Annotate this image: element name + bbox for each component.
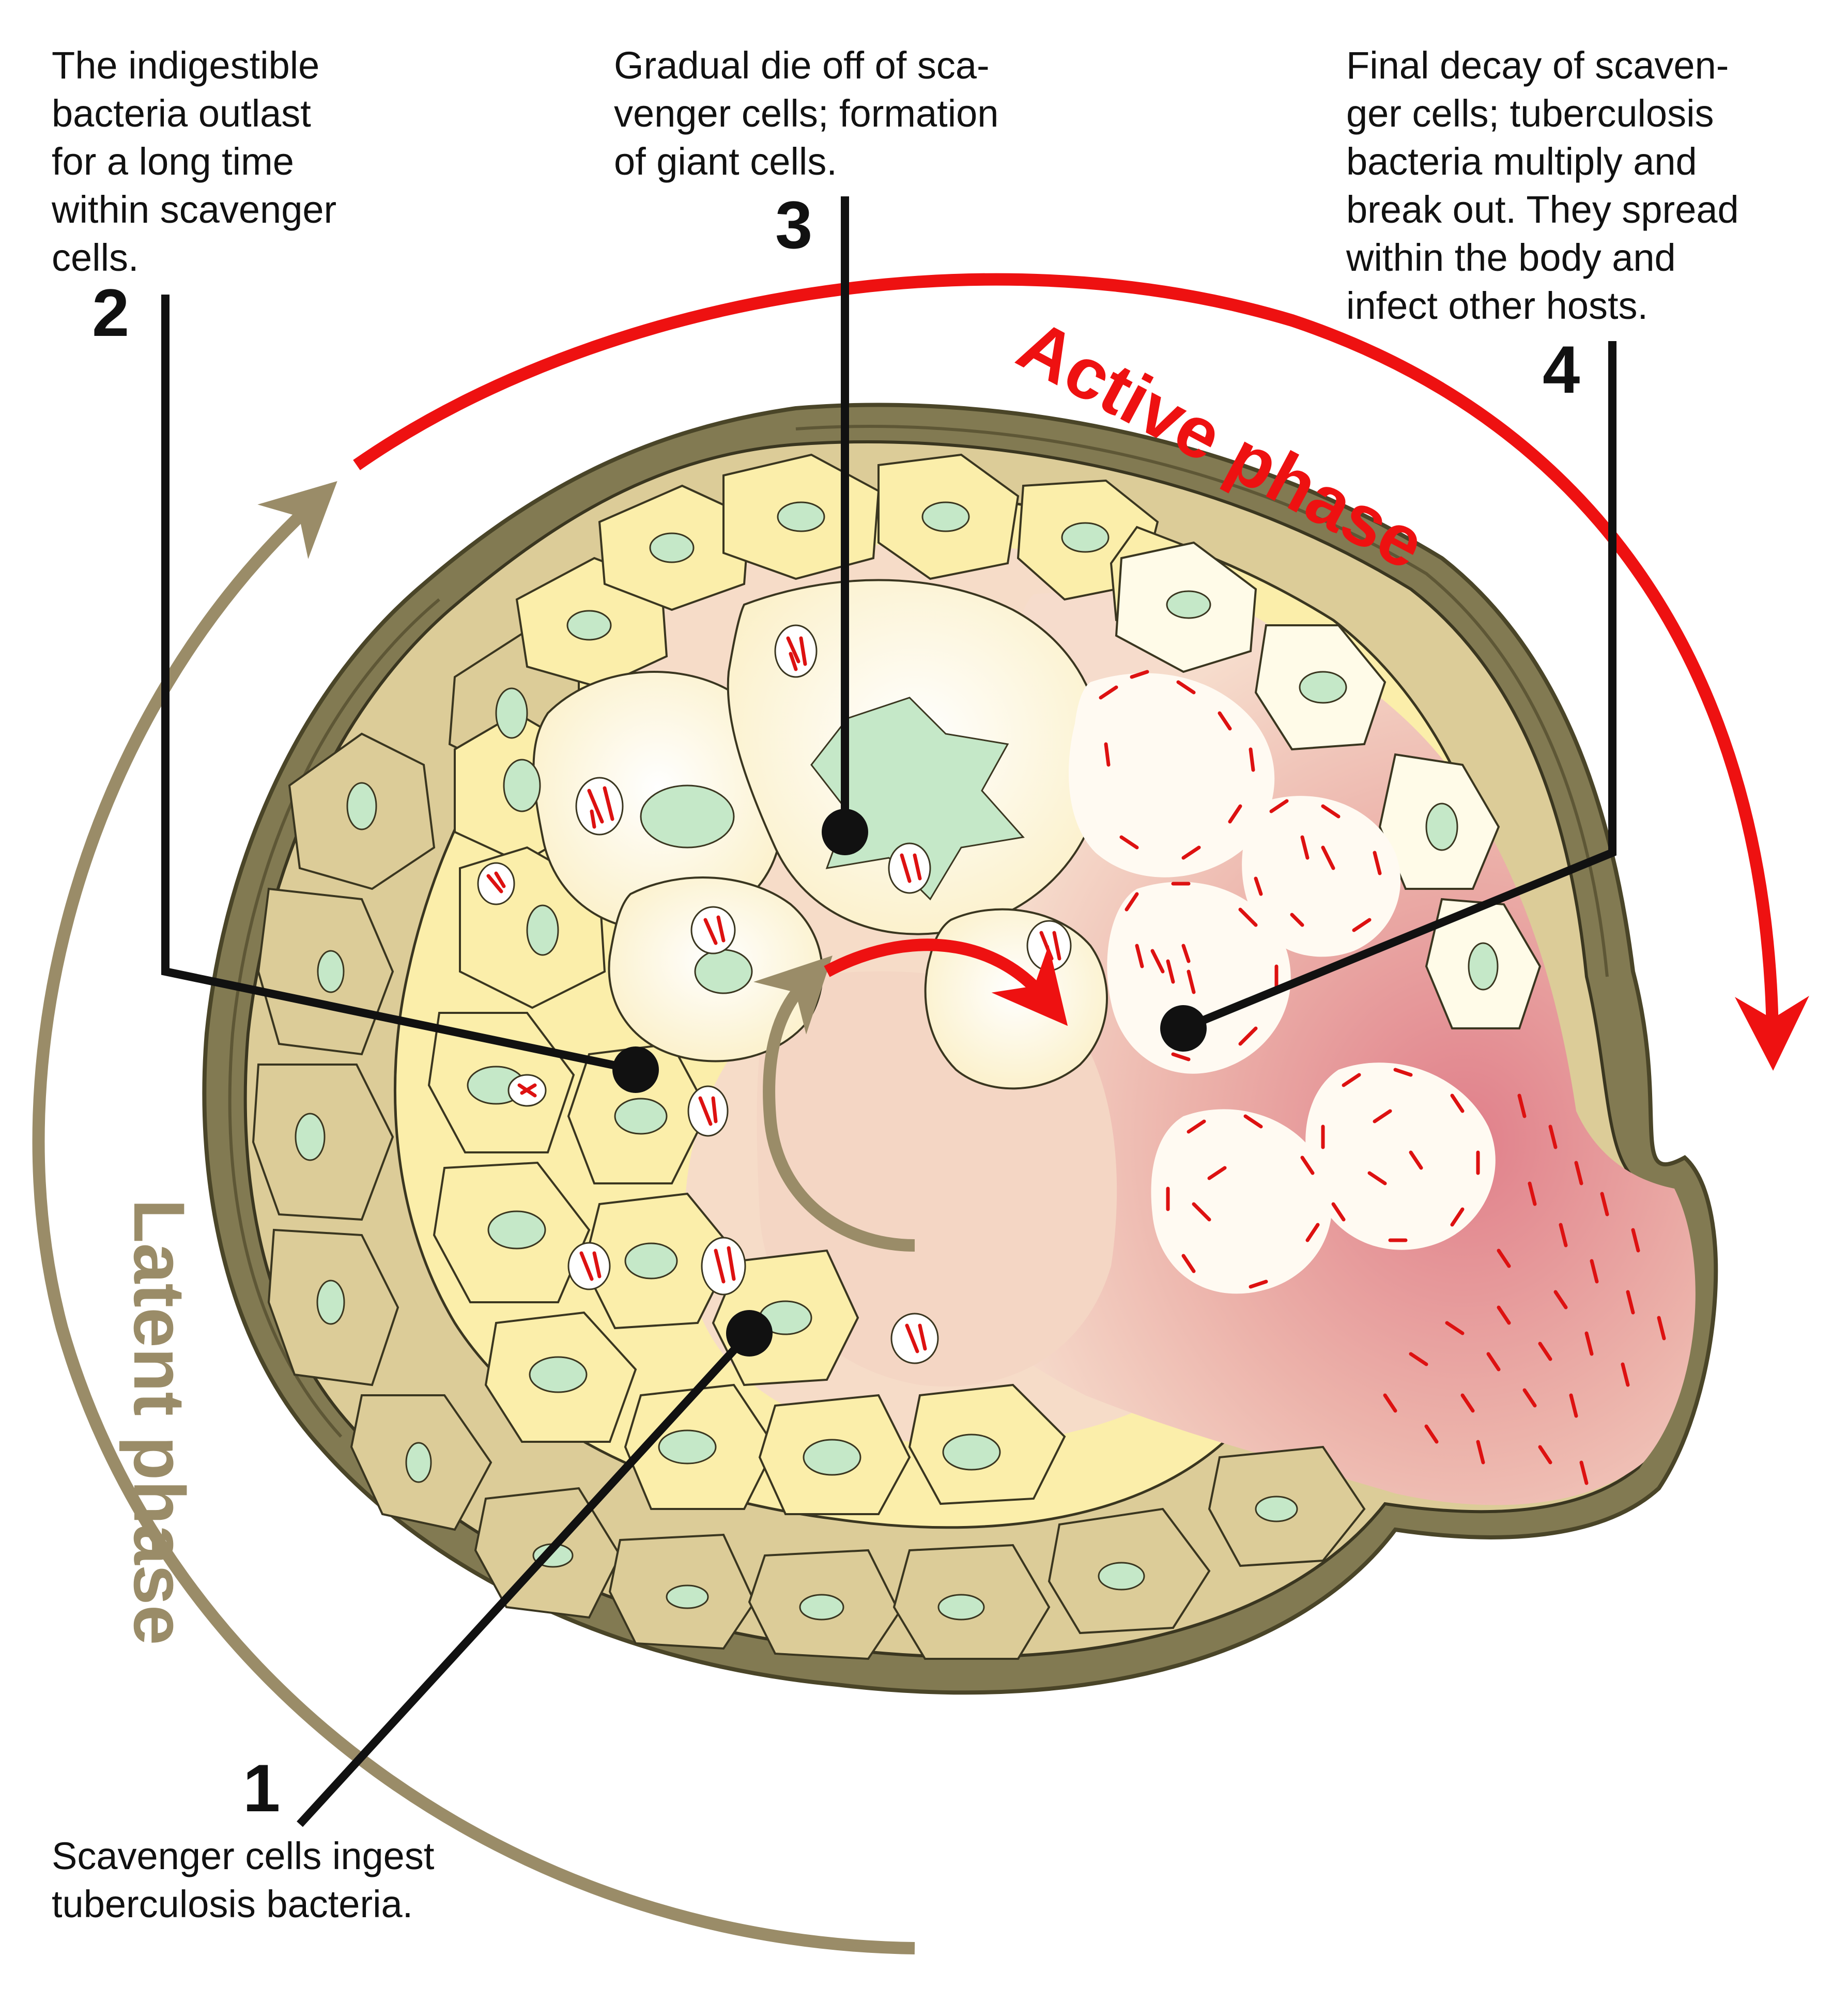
cell-nuclei xyxy=(295,501,1499,1621)
latent-phase-label: Latent phase xyxy=(119,1199,200,1645)
leader-lines xyxy=(161,196,1616,1827)
bacteria-rods xyxy=(486,636,1061,1353)
stage-1-number: 1 xyxy=(243,1750,281,1826)
stage-4-number: 4 xyxy=(1543,332,1580,407)
inner-active-arrow xyxy=(824,938,1068,1026)
leader-line-2 xyxy=(161,295,637,1074)
stage-2-caption: The indigestible bacteria outlast for a … xyxy=(52,44,337,279)
stage-2-number: 2 xyxy=(92,275,130,350)
leader-line-1 xyxy=(297,1330,752,1827)
latent-phase-arrow xyxy=(32,481,915,1954)
stage-4-caption: Final decay of scaven- ger cells; tuberc… xyxy=(1346,44,1739,327)
leader-dot-1 xyxy=(726,1310,773,1357)
dead-cells xyxy=(1069,673,1496,1294)
leader-dots xyxy=(612,809,1207,1357)
released-bacteria xyxy=(1099,670,1666,1485)
active-phase-arrow xyxy=(353,273,1809,1071)
inner-latent-arrow xyxy=(753,956,915,1252)
leader-dot-3 xyxy=(822,809,868,855)
leader-line-4 xyxy=(1181,341,1616,1033)
stage-3-caption: Gradual die off of sca- venger cells; fo… xyxy=(614,44,999,183)
stage-1-caption: Scavenger cells ingest tuberculosis bact… xyxy=(52,1835,435,1925)
stage-3-number: 3 xyxy=(775,187,813,263)
leader-dot-2 xyxy=(612,1046,659,1093)
leader-dot-4 xyxy=(1160,1005,1207,1052)
